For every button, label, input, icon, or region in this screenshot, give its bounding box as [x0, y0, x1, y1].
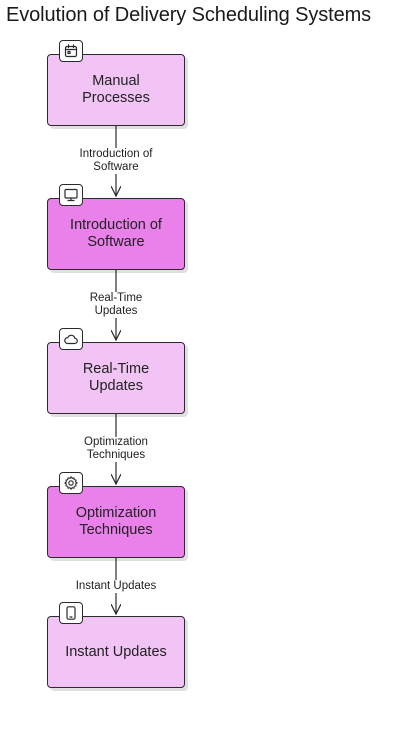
diagram-title: Evolution of Delivery Scheduling Systems [6, 4, 372, 26]
node-optimization-techniques[interactable]: Optimization Techniques [47, 486, 185, 558]
node-label: Instant Updates [65, 643, 167, 660]
node-label: Introduction of Software [70, 217, 162, 250]
gear-icon [59, 472, 83, 494]
node-instant-updates[interactable]: Instant Updates [47, 616, 185, 688]
tablet-icon [59, 602, 83, 624]
monitor-icon [59, 184, 83, 206]
node-introduction-of-software[interactable]: Introduction of Software [47, 198, 185, 270]
node-label: Optimization Techniques [75, 505, 157, 538]
node-label: Manual Processes [82, 73, 150, 106]
cloud-icon [59, 328, 83, 350]
node-manual-processes[interactable]: Manual Processes [47, 54, 185, 126]
edge-label-2: Real-Time Updates [61, 292, 171, 318]
node-real-time-updates[interactable]: Real-Time Updates [47, 342, 185, 414]
edge-label-3: Optimization Techniques [61, 436, 171, 462]
node-label: Real-Time Updates [82, 361, 150, 394]
edge-label-4: Instant Updates [61, 580, 171, 593]
calendar-icon [59, 40, 83, 62]
edge-label-1: Introduction of Software [61, 148, 171, 174]
